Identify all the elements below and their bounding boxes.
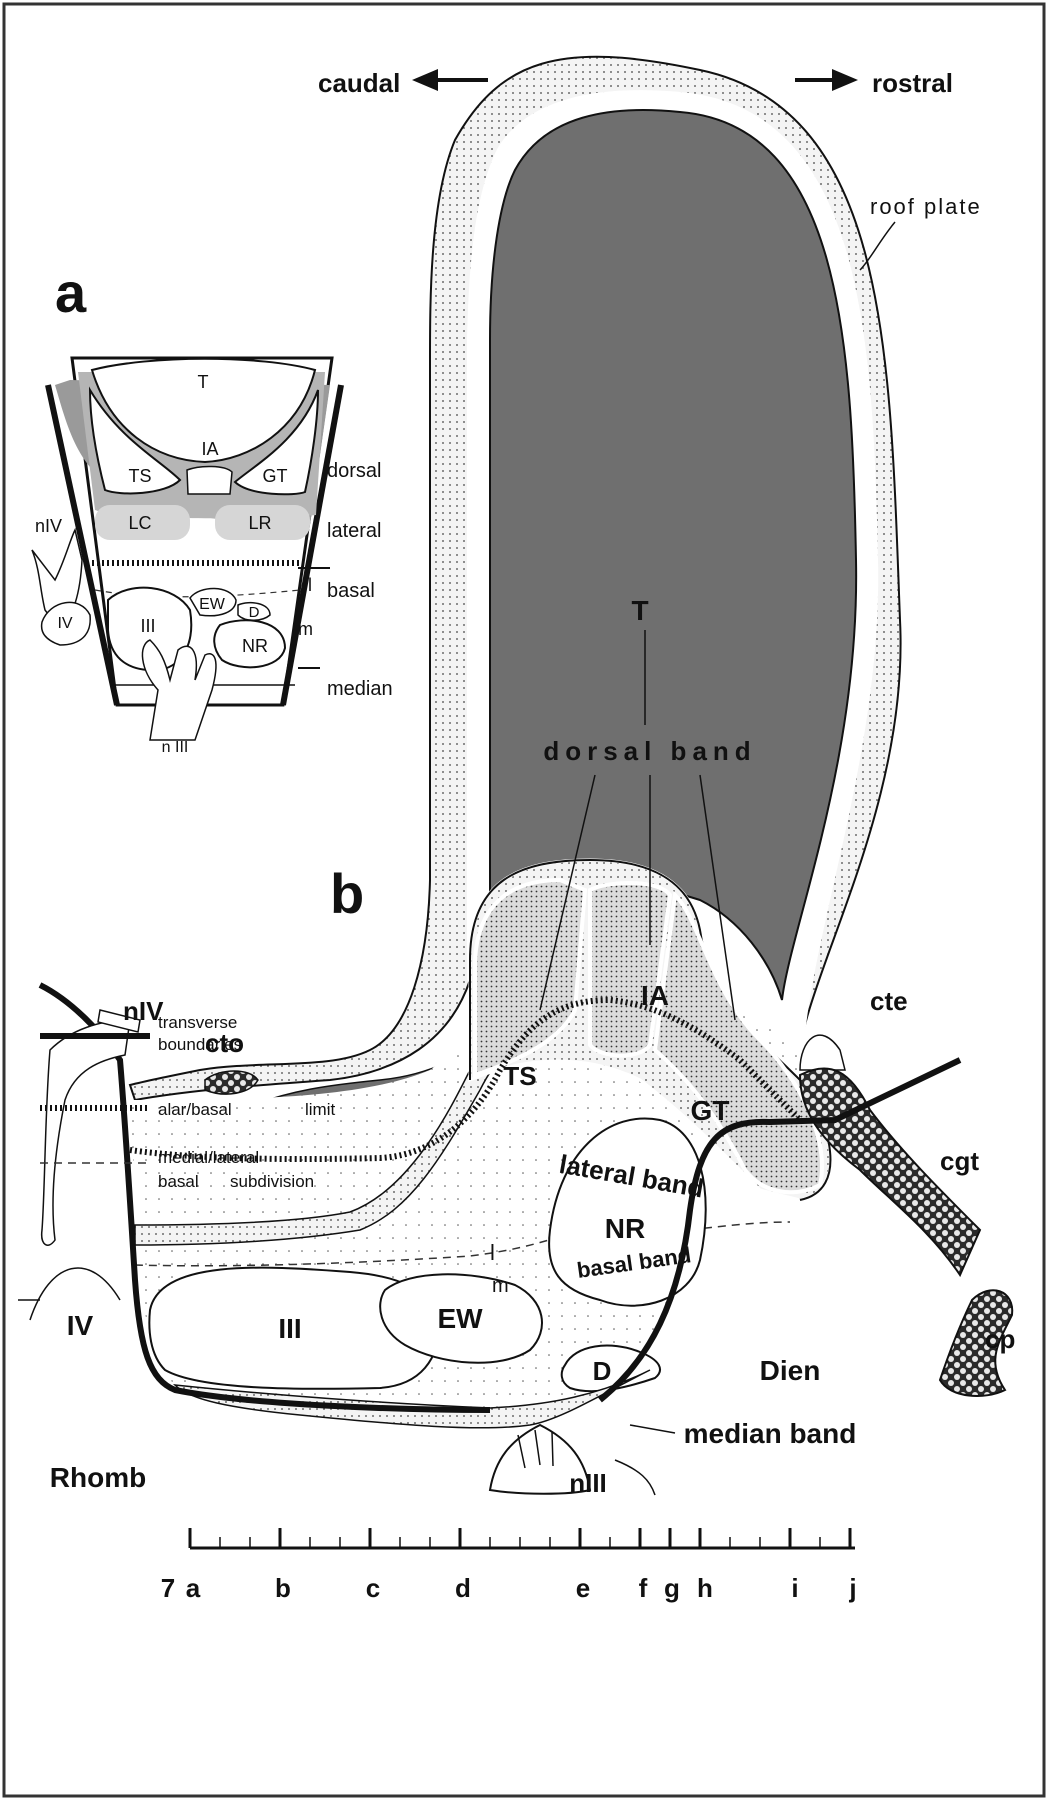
panel-a-IV-label: IV <box>57 615 72 632</box>
rhomb-label: Rhomb <box>50 1462 146 1493</box>
panel-a-GT-label: GT <box>263 466 288 486</box>
panel-b-IV-label: IV <box>67 1310 94 1341</box>
panel-a-IA-region <box>187 466 232 494</box>
legend-transverse-1: transverse <box>158 1013 237 1032</box>
legend-medial-2b: subdivision <box>230 1172 314 1191</box>
scale-tick-label: b <box>275 1573 291 1603</box>
panel-b-nIII-label: nIII <box>569 1468 607 1498</box>
panel-b-IA-label: IA <box>641 980 669 1011</box>
caudal-label: caudal <box>318 68 400 98</box>
legend-medial-1: medial/lateral <box>158 1148 259 1167</box>
panel-b: roof plate <box>18 57 1015 1498</box>
median-band-label: median band <box>684 1418 857 1449</box>
panel-a-nIV-label: nIV <box>35 516 62 536</box>
scale-tick-label: d <box>455 1573 471 1603</box>
legend-alar-1: alar/basal <box>158 1100 232 1119</box>
panel-b-III-label: III <box>278 1313 301 1344</box>
legend-transverse-2: boundaries <box>158 1035 242 1054</box>
scale-tick-label: j <box>848 1573 856 1603</box>
panel-b-EW-label: EW <box>437 1303 483 1334</box>
panel-a-m-label: m <box>298 619 313 639</box>
scale-tick-label: f <box>639 1573 648 1603</box>
panel-a-T-label: T <box>198 372 209 392</box>
nIV-nerve <box>42 1020 130 1245</box>
scale-tick-label: c <box>366 1573 380 1603</box>
panel-a-NR-label: NR <box>242 636 268 656</box>
panel-a-III-label: III <box>140 616 155 636</box>
lateral-label: lateral <box>327 520 381 542</box>
panel-a-IA-label: IA <box>201 439 218 459</box>
median-label: median <box>327 678 393 700</box>
panel-a-nIII-label: n III <box>162 739 189 756</box>
panel-b-l-label: l <box>490 1240 495 1265</box>
panel-b-TS-label: TS <box>503 1061 536 1091</box>
panel-a-LC-label: LC <box>128 513 151 533</box>
panel-b-D-label: D <box>593 1356 612 1386</box>
panel-b-m-label: m <box>492 1275 509 1297</box>
caudal-arrowhead-icon <box>412 69 438 91</box>
dorsal-label: dorsal <box>327 460 381 482</box>
dorsal-band-label: dorsal band <box>543 736 756 766</box>
panel-b-T-label: T <box>631 595 648 626</box>
cto-region <box>205 1071 258 1094</box>
cp-label: cp <box>985 1324 1015 1354</box>
scale-tick-label: i <box>791 1573 798 1603</box>
panel-a-section: T IA TS GT LC LR EW D III NR nIV IV n II… <box>32 358 393 756</box>
panel-a-D-label: D <box>249 604 260 621</box>
legend-alar-2: limit <box>305 1100 335 1119</box>
legend-medial-2a: basal <box>158 1172 199 1191</box>
panel-a-TS-label: TS <box>128 466 151 486</box>
panel-b-label: b <box>330 862 364 925</box>
cte-label: cte <box>870 986 908 1016</box>
scale-tick-label: e <box>576 1573 590 1603</box>
panel-a-l-label: l <box>308 575 312 595</box>
scale-tick-label: g <box>664 1573 680 1603</box>
cte-region <box>800 1035 845 1070</box>
dien-label: Dien <box>760 1355 821 1386</box>
panel-a-LR-label: LR <box>248 513 271 533</box>
roof-plate-label: roof plate <box>870 194 982 219</box>
scale-tick-label: 7 <box>161 1573 175 1603</box>
cgt-label: cgt <box>940 1146 979 1176</box>
rostral-label: rostral <box>872 68 953 98</box>
panel-b-GT-label: GT <box>691 1095 730 1126</box>
scale-tick-label: a <box>186 1573 201 1603</box>
panel-a-label: a <box>55 261 87 324</box>
panel-a-EW-label: EW <box>199 596 226 613</box>
basal-label: basal <box>327 580 375 602</box>
rostral-arrowhead-icon <box>832 69 858 91</box>
scale-tick-label: h <box>697 1573 713 1603</box>
panel-b-NR-label: NR <box>605 1213 645 1244</box>
